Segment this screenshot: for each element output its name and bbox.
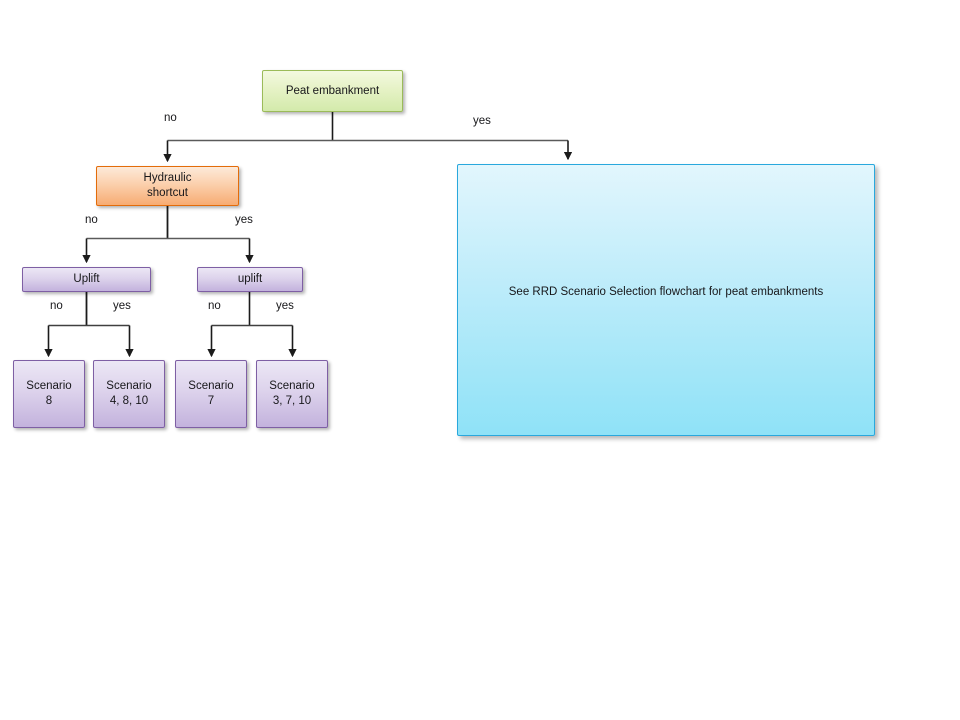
node-reference-panel-label: See RRD Scenario Selection flowchart for… xyxy=(508,286,824,298)
node-peat-embankment[interactable]: Peat embankment xyxy=(262,70,403,112)
edge-label-hydraulic-no: no xyxy=(85,214,98,226)
edge-label-uplift-left-no: no xyxy=(50,300,63,312)
edge-label-hydraulic-yes: yes xyxy=(235,214,253,226)
node-scenario-7[interactable]: Scenario 7 xyxy=(175,360,247,428)
node-scenario-3-7-10[interactable]: Scenario 3, 7, 10 xyxy=(256,360,328,428)
node-scenario-8-label: Scenario 8 xyxy=(26,380,72,407)
node-uplift-left-label: Uplift xyxy=(73,273,100,285)
node-scenario-4-8-10[interactable]: Scenario 4, 8, 10 xyxy=(93,360,165,428)
node-scenario-8[interactable]: Scenario 8 xyxy=(13,360,85,428)
node-scenario-4-8-10-label: Scenario 4, 8, 10 xyxy=(106,380,152,407)
node-peat-embankment-label: Peat embankment xyxy=(285,84,380,97)
edge-label-uplift-right-yes: yes xyxy=(276,300,294,312)
node-reference-panel[interactable]: See RRD Scenario Selection flowchart for… xyxy=(457,164,875,436)
node-scenario-7-label: Scenario 7 xyxy=(188,380,234,407)
node-scenario-3-7-10-label: Scenario 3, 7, 10 xyxy=(269,380,315,407)
node-hydraulic-shortcut-label: Hydraulic shortcut xyxy=(143,172,192,199)
node-uplift-left[interactable]: Uplift xyxy=(22,267,151,292)
node-uplift-right-label: uplift xyxy=(237,273,263,285)
edge-label-uplift-right-no: no xyxy=(208,300,221,312)
edge-label-root-yes: yes xyxy=(473,115,491,127)
edge-label-uplift-left-yes: yes xyxy=(113,300,131,312)
node-hydraulic-shortcut[interactable]: Hydraulic shortcut xyxy=(96,166,239,206)
edge-label-root-no: no xyxy=(164,112,177,124)
node-uplift-right[interactable]: uplift xyxy=(197,267,303,292)
